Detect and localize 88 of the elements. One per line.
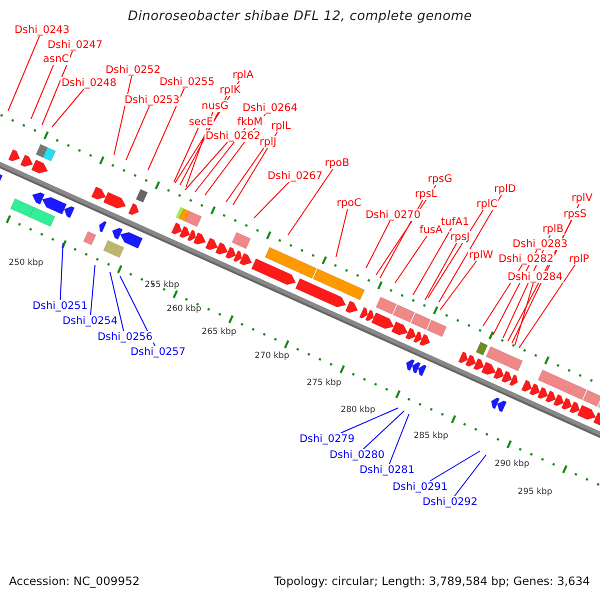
leader-line [380,200,424,278]
leader-line [438,194,502,302]
leader-line [90,264,96,316]
scale-label: 290 kbp [494,459,530,469]
gene-label: Dshi_0253 [123,94,181,106]
leader-line [110,272,124,332]
gene-label: Dshi_0264 [241,102,299,114]
gene-label: Dshi_0247 [46,39,104,51]
gene-label: rplK [218,84,242,96]
gene-label: rpoC [336,197,362,209]
leader-line [394,236,428,284]
gene-label: Dshi_0283 [511,238,569,250]
gene-label: rpsJ [449,231,471,243]
leader-line [388,414,410,464]
leader-line [424,242,458,300]
gene-label: Dshi_0291 [391,481,449,493]
scale-label: 255 kbp [144,280,180,290]
leader-line [440,260,478,310]
leader-line [52,88,84,128]
map-title: Dinoroseobacter shibae DFL 12, complete genome [126,9,474,24]
gene-label: Dshi_0256 [96,331,154,343]
leader-line [340,408,398,434]
gene-label: Dshi_0257 [129,346,187,358]
gene-label: rplB [541,223,565,235]
leader-line [430,450,480,482]
scale-label: 285 kbp [414,431,448,441]
genome-stats-text: Topology: circular; Length: 3,789,584 bp; Genes: 3,634 [274,574,590,588]
leader-line [126,106,150,160]
gene-label: Dshi_0248 [60,77,118,89]
scale-label: 265 kbp [202,327,236,337]
gene-label: asnC [42,53,70,65]
leader-line [254,182,290,218]
gene-label: Dshi_0262 [204,130,262,142]
gene-label: rplJ [258,136,278,148]
gene-label: fusA [418,224,444,236]
leader-line [184,142,228,190]
leader-line [42,50,74,126]
gene-label: rpsL [414,188,438,200]
gene-label: Dshi_0282 [497,253,555,265]
leader-line [148,88,185,170]
gene-label: rplV [570,192,594,204]
leader-line [336,208,348,258]
leader-line [8,36,40,112]
gene-label: Dshi_0243 [13,24,71,36]
leader-line [514,282,534,346]
gene-label: Dshi_0254 [61,315,119,327]
gene-label: Dshi_0280 [328,449,386,461]
gene-label: tufA1 [440,216,470,228]
gene-label: Dshi_0267 [266,170,324,182]
gene-label: Dshi_0279 [298,433,356,445]
gene-label: rplW [468,249,494,261]
leader-line [232,132,278,206]
leader-line [428,210,484,298]
leader-line [226,148,264,202]
gene-label: rpsS [562,208,588,220]
gene-label: rpsG [426,173,454,185]
scale-label: 250 kbp [8,258,44,268]
gene-label: rplA [231,69,255,81]
gene-label: fkbM [236,116,264,128]
accession-text: Accession: NC_009952 [9,574,140,588]
scale-label: 270 kbp [254,351,290,361]
leader-line [454,454,486,496]
scale-label: 260 kbp [166,304,202,314]
leader-line [362,410,404,450]
leader-line [518,264,576,348]
gene-label: rplD [493,183,517,195]
gene-label: rplC [475,198,499,210]
gene-label: Dshi_0251 [31,300,89,312]
leader-line [174,128,199,182]
gene-label: Dshi_0270 [364,209,422,221]
gene-label: rpoB [324,157,350,169]
gene-label: Dshi_0255 [158,76,216,88]
gene-label: Dshi_0292 [421,496,479,508]
gene-label: Dshi_0284 [506,271,564,283]
gene-label: Dshi_0281 [358,464,416,476]
gene-label: secE [188,116,214,128]
leader-line [30,64,54,120]
gene-label: nusG [200,100,230,112]
gene-label: rplP [568,253,590,265]
gene-label: rplL [270,120,292,132]
scale-label: 295 kbp [518,487,552,497]
scale-label: 280 kbp [340,405,376,415]
leader-line [412,228,452,296]
leader-line [366,220,390,268]
scale-label: 275 kbp [306,378,342,388]
leader-line [288,168,334,236]
gene-label: Dshi_0252 [104,64,162,76]
leader-line [60,242,64,300]
